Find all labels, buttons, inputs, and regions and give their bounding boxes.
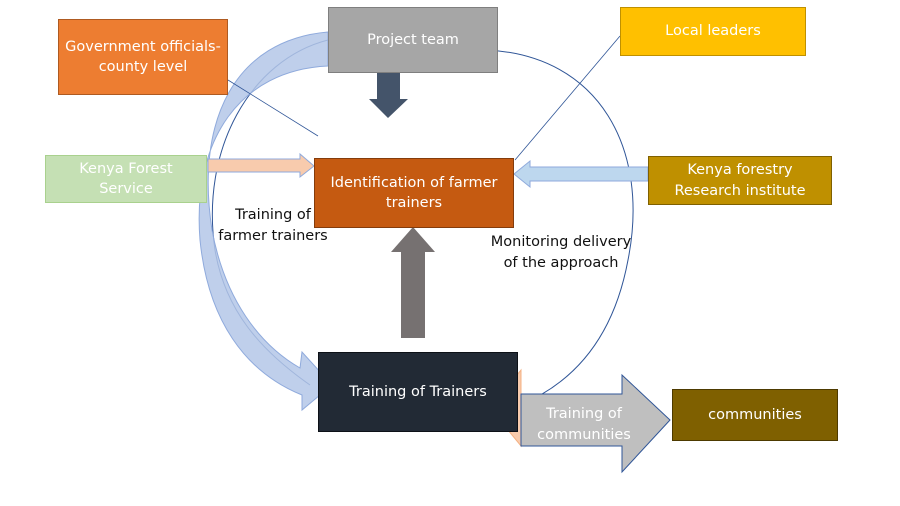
identification-of-farmer-trainers-box: Identification of farmer trainers bbox=[314, 158, 514, 228]
project-team-box: Project team bbox=[328, 7, 498, 73]
kenya-forestry-research-institute-box: Kenya forestry Research institute bbox=[648, 156, 832, 205]
government-connector-line bbox=[227, 79, 319, 137]
government-officials-box: Government officials-county level bbox=[58, 19, 228, 95]
monitoring-loop-line bbox=[485, 49, 634, 406]
local-leaders-connector-line bbox=[514, 35, 621, 161]
training-of-trainers-box: Training of Trainers bbox=[318, 352, 518, 432]
up-arrow-tot-to-identification bbox=[391, 227, 435, 338]
down-arrow-project-team bbox=[369, 73, 408, 118]
monitoring-delivery-label: Monitoring delivery of the approach bbox=[490, 234, 632, 272]
curved-arrow-training-farmer-trainers bbox=[198, 31, 333, 412]
arrow-kefri-to-identification bbox=[513, 159, 649, 189]
training-of-communities-label: Training of communities bbox=[537, 406, 631, 444]
training-communities-arrow-shape bbox=[520, 373, 671, 474]
arrow-kfs-to-identification bbox=[207, 152, 315, 179]
communities-box: communities bbox=[672, 389, 838, 441]
local-leaders-box: Local leaders bbox=[620, 7, 806, 56]
training-of-farmer-trainers-label: Training of farmer trainers bbox=[218, 207, 328, 245]
kenya-forest-service-box: Kenya Forest Service bbox=[45, 155, 207, 203]
